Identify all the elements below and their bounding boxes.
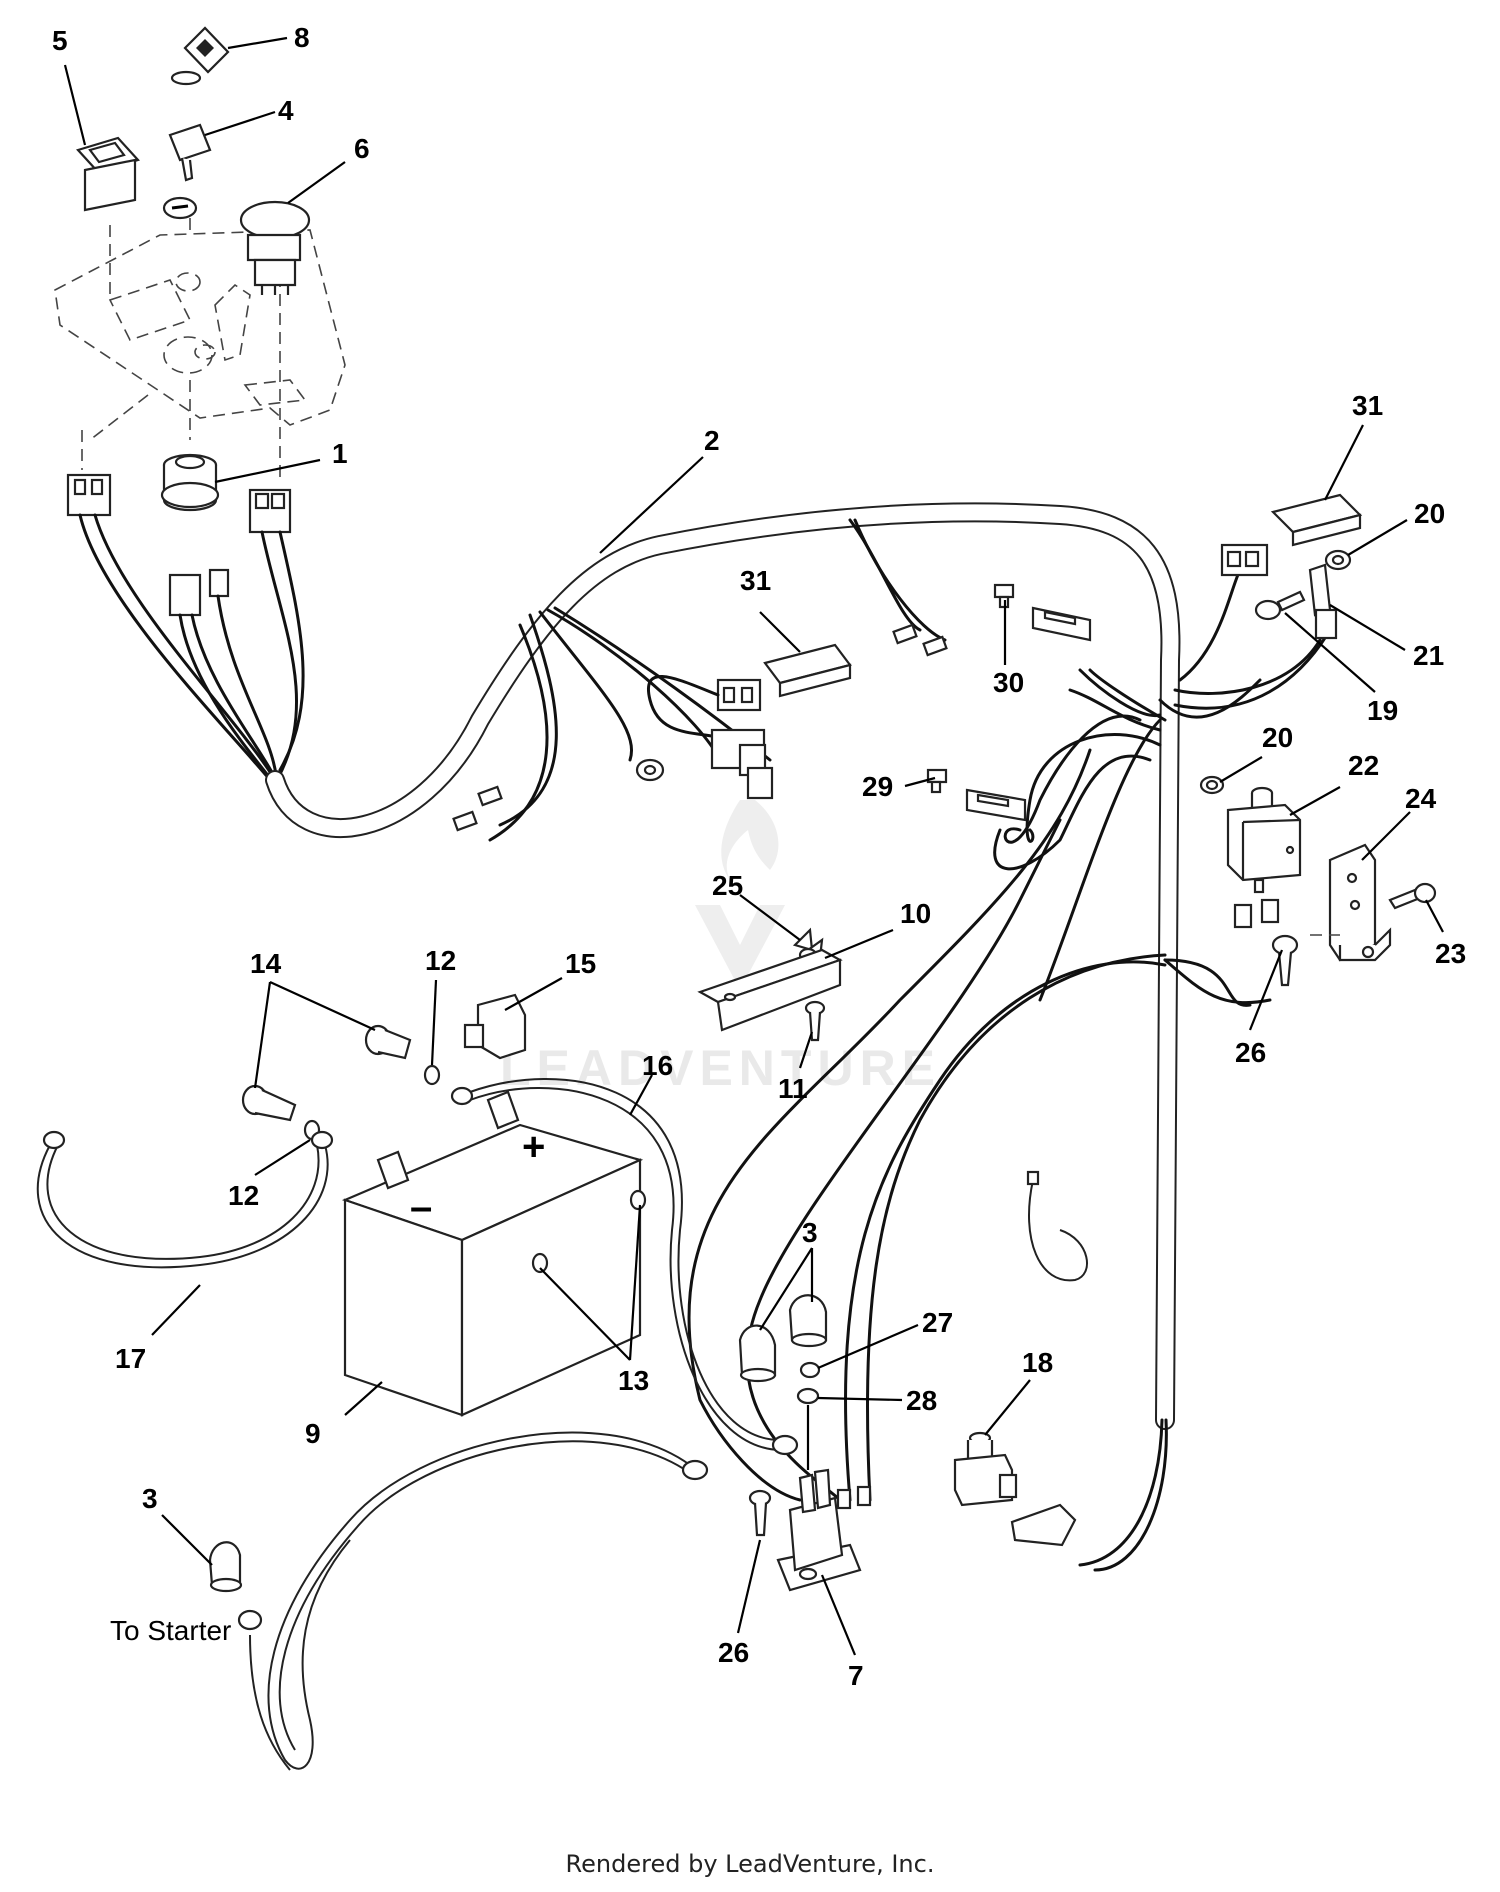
connector-31b: [1220, 543, 1269, 577]
callout-20b: 20: [1262, 722, 1293, 753]
cable-tie-part: [1026, 1170, 1088, 1282]
battery-9-part: – +: [341, 1090, 647, 1417]
callout-21: 21: [1413, 640, 1444, 671]
light-switch-part: [239, 200, 311, 295]
main-harness: [265, 502, 1181, 1430]
callout-11: 11: [778, 1073, 808, 1104]
callout-3b: 3: [142, 1483, 158, 1514]
fuse-29-part: [926, 768, 948, 794]
callout-8: 8: [294, 22, 310, 53]
callout-14: 14: [250, 948, 282, 979]
callout-9: 9: [305, 1418, 321, 1449]
screw-11-part: [804, 1000, 826, 1042]
spade-terminals-right: [892, 623, 948, 657]
callout-20a: 20: [1414, 498, 1445, 529]
relay-22-part: [1226, 786, 1302, 894]
to-starter-label: To Starter: [110, 1615, 231, 1646]
connector-left: [66, 473, 112, 517]
callout-3a: 3: [802, 1217, 818, 1248]
diode-31b-part: [1270, 493, 1363, 547]
callout-17: 17: [115, 1343, 146, 1374]
callout-31b: 31: [1352, 390, 1383, 421]
callout-4: 4: [278, 95, 294, 126]
callout-12a: 12: [425, 945, 456, 976]
nut-20a-part: [1324, 549, 1352, 571]
screw-26a-part: [1271, 934, 1299, 987]
mount-bracket-24-part: [1310, 843, 1392, 962]
callout-15: 15: [565, 948, 596, 979]
bracket-10-part: [697, 948, 843, 1032]
callout-7: 7: [848, 1660, 864, 1691]
bolt-14a-part: [364, 1024, 412, 1060]
relay-bracket-21-part: [1308, 563, 1338, 640]
relay-connectors: [1233, 898, 1280, 929]
dash-wires: [78, 513, 305, 782]
connector-31a: [647, 675, 774, 800]
callout-23: 23: [1435, 938, 1466, 969]
bolt-19-part: [1254, 590, 1306, 621]
callout-2: 2: [704, 425, 720, 456]
diode-31a-part: [763, 643, 852, 698]
callout-26a: 26: [1235, 1037, 1266, 1068]
callout-26b: 26: [718, 1637, 749, 1668]
decal-part: [170, 26, 230, 86]
boot-3a-part: [738, 1294, 828, 1383]
screw-26b-part: [748, 1489, 772, 1537]
washer-12a-part: [423, 1064, 441, 1086]
ignition-key-part: [168, 123, 212, 182]
ring-terminal-branch: [635, 758, 665, 782]
nut-20b-part: [1199, 775, 1225, 795]
callout-19: 19: [1367, 695, 1398, 726]
callout-10: 10: [900, 898, 931, 929]
callout-30: 30: [993, 667, 1024, 698]
starter-cable-part: [237, 1431, 709, 1771]
callout-24: 24: [1405, 783, 1437, 814]
callout-28: 28: [906, 1385, 937, 1416]
fuse-holder-lower: [965, 788, 1027, 822]
battery-minus-sign: –: [410, 1185, 432, 1229]
boot-3b-part: [208, 1541, 243, 1593]
connector-center: [168, 568, 230, 617]
fuse-holder-upper: [1031, 606, 1092, 642]
callout-13: 13: [618, 1365, 649, 1396]
watermark: LEADVENTURE: [500, 800, 941, 1096]
connector-right: [248, 488, 292, 534]
spade-terminals-left: [452, 785, 503, 832]
callout-16: 16: [642, 1050, 673, 1081]
callout-labels: 5 8 4 6 1 2 31 31 20 21 19 30 29 20 22 2…: [52, 22, 1466, 1691]
bolt-23-part: [1388, 882, 1437, 910]
interlock-switch-18-part: [953, 1431, 1077, 1547]
dash-panel: [54, 200, 346, 480]
callout-12b: 12: [228, 1180, 259, 1211]
callout-1: 1: [332, 438, 348, 469]
callout-6: 6: [354, 133, 370, 164]
leader-lines: [63, 36, 1444, 1656]
footer-credit: Rendered by LeadVenture, Inc.: [565, 1850, 935, 1878]
nut-27-part: [799, 1361, 821, 1379]
keyswitch-cap-part: [162, 196, 198, 220]
rocker-switch-part: [76, 136, 140, 212]
callout-27: 27: [922, 1307, 953, 1338]
callout-18: 18: [1022, 1347, 1053, 1378]
callout-31a: 31: [740, 565, 771, 596]
callout-5: 5: [52, 25, 68, 56]
ignition-switch-part: [160, 453, 220, 512]
washer-28-part: [796, 1387, 820, 1470]
terminal-cover-15-part: [463, 993, 527, 1060]
ground-cable-17-part: [36, 1130, 334, 1269]
solenoid-7-part: [776, 1468, 872, 1592]
bolt-14b-part: [241, 1084, 297, 1122]
battery-plus-sign: +: [522, 1125, 545, 1169]
callout-25: 25: [712, 870, 743, 901]
watermark-text: LEADVENTURE: [500, 1040, 941, 1096]
positive-cable-16-part: [450, 1077, 799, 1456]
callout-29: 29: [862, 771, 893, 802]
callout-22: 22: [1348, 750, 1379, 781]
